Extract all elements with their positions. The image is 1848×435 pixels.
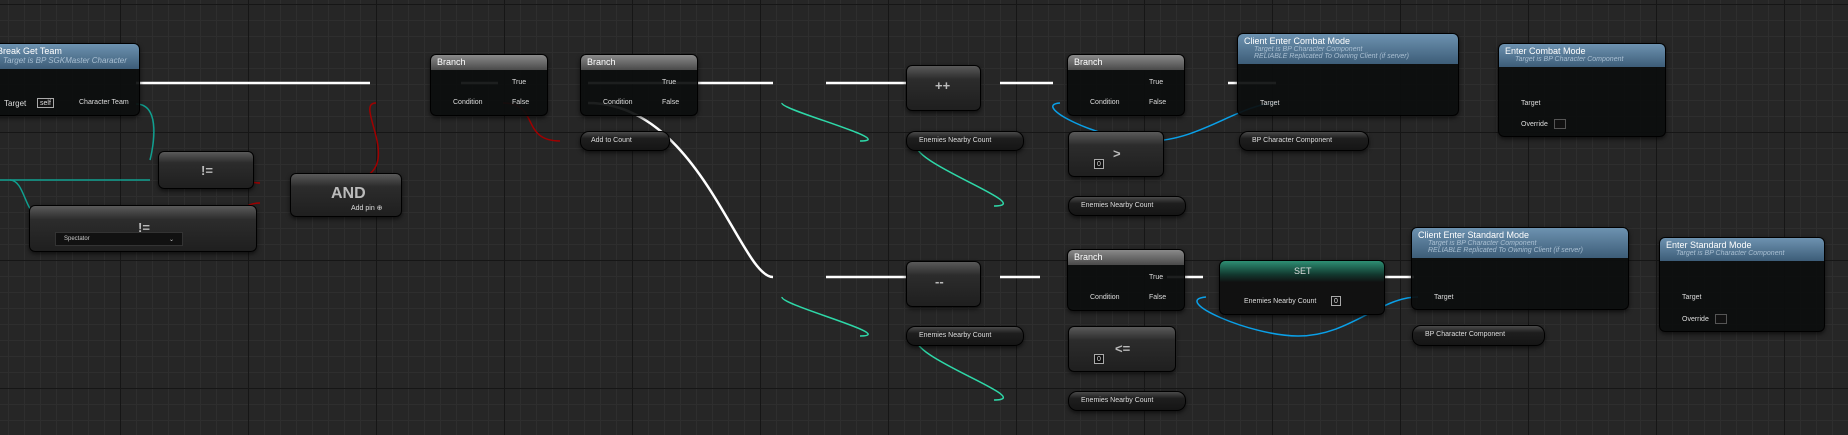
variable-label: BP Character Component bbox=[1252, 137, 1333, 144]
target-pin-label: Target bbox=[4, 99, 27, 108]
variable-label: Enemies Nearby Count bbox=[919, 332, 992, 339]
add-to-count-node[interactable]: Add to Count bbox=[580, 131, 670, 151]
override-pin-label: Override bbox=[1521, 121, 1548, 128]
node-title: Branch bbox=[431, 55, 547, 70]
compare-value-field[interactable]: 0 bbox=[1094, 354, 1104, 364]
variable-label: Enemies Nearby Count bbox=[1081, 397, 1154, 404]
variable-label: Enemies Nearby Count bbox=[919, 137, 992, 144]
operator-label: ++ bbox=[935, 78, 951, 93]
true-label: True bbox=[512, 79, 527, 86]
false-label: False bbox=[1149, 99, 1167, 106]
condition-label: Condition bbox=[1090, 99, 1120, 106]
exec-wire bbox=[587, 101, 774, 279]
node-subtitle: Target is BP SGKMaster Character bbox=[3, 56, 127, 65]
dropdown-value: Spectator bbox=[64, 236, 90, 242]
override-checkbox[interactable] bbox=[1554, 119, 1566, 129]
node-subtitle: Target is BP Character Component bbox=[1254, 46, 1363, 53]
set-node[interactable]: SET Enemies Nearby Count 0 bbox=[1219, 260, 1385, 315]
true-label: True bbox=[1149, 79, 1164, 86]
operator-label: <= bbox=[1115, 341, 1131, 356]
target-pin-label: Target bbox=[1682, 294, 1702, 301]
node-title: Branch bbox=[581, 55, 697, 70]
node-title: Enter Standard Mode bbox=[1666, 240, 1752, 250]
override-checkbox[interactable] bbox=[1715, 314, 1727, 324]
node-subtitle: RELIABLE Replicated To Owning Client (if… bbox=[1428, 247, 1583, 254]
and-node[interactable]: AND Add pin ⊕ bbox=[290, 173, 402, 217]
enum-dropdown[interactable]: Spectator ⌄ bbox=[55, 232, 183, 246]
node-title: Break Get Team bbox=[0, 46, 62, 56]
operator-label: != bbox=[201, 163, 213, 178]
node-title: Enter Combat Mode bbox=[1505, 46, 1586, 56]
variable-label: BP Character Component bbox=[1425, 331, 1506, 338]
true-label: True bbox=[1149, 274, 1164, 281]
greater-than-node[interactable]: >0 bbox=[1068, 131, 1164, 177]
node-subtitle: RELIABLE Replicated To Owning Client (if… bbox=[1254, 53, 1409, 60]
not-equal-node[interactable]: != bbox=[158, 151, 254, 189]
operator-label: AND bbox=[331, 185, 366, 202]
compare-value-field[interactable]: 0 bbox=[1094, 159, 1104, 169]
override-pin-label: Override bbox=[1682, 316, 1709, 323]
node-label: Add to Count bbox=[591, 137, 632, 144]
enemies-nearby-count-getter[interactable]: Enemies Nearby Count bbox=[906, 326, 1024, 346]
not-equal-enum-node[interactable]: != Spectator ⌄ bbox=[29, 205, 257, 252]
operator-label: -- bbox=[935, 274, 944, 289]
set-value-field[interactable]: 0 bbox=[1331, 296, 1341, 306]
operator-label: > bbox=[1113, 146, 1121, 161]
node-title: SET bbox=[1294, 266, 1312, 276]
enemies-nearby-count-getter[interactable]: Enemies Nearby Count bbox=[1068, 196, 1186, 216]
increment-node[interactable]: ++ bbox=[906, 65, 981, 111]
target-value-field[interactable]: self bbox=[37, 98, 54, 108]
bp-character-component-getter[interactable]: BP Character Component bbox=[1412, 325, 1545, 346]
false-label: False bbox=[662, 99, 680, 106]
enemies-nearby-count-getter[interactable]: Enemies Nearby Count bbox=[906, 131, 1024, 151]
condition-label: Condition bbox=[603, 99, 633, 106]
node-subtitle: Target is BP Character Component bbox=[1515, 56, 1624, 63]
node-title: Client Enter Combat Mode bbox=[1244, 36, 1351, 46]
node-title: Branch bbox=[1068, 55, 1184, 70]
operator-label: != bbox=[138, 220, 150, 235]
less-equal-node[interactable]: <= 0 bbox=[1068, 326, 1176, 372]
variable-label: Enemies Nearby Count bbox=[1081, 202, 1154, 209]
variable-label: Enemies Nearby Count bbox=[1244, 298, 1317, 305]
decrement-node[interactable]: -- bbox=[906, 261, 981, 307]
target-pin-label: Target bbox=[1521, 100, 1541, 107]
bp-character-component-getter[interactable]: BP Character Component bbox=[1239, 131, 1369, 151]
enemies-nearby-count-getter[interactable]: Enemies Nearby Count bbox=[1068, 391, 1186, 411]
false-label: False bbox=[512, 99, 530, 106]
node-title: Client Enter Standard Mode bbox=[1418, 230, 1530, 240]
node-title: Branch bbox=[1068, 250, 1184, 265]
character-team-pin-label: Character Team bbox=[79, 99, 129, 106]
node-subtitle: Target is BP Character Component bbox=[1676, 250, 1785, 257]
condition-label: Condition bbox=[1090, 294, 1120, 301]
add-pin-button[interactable]: Add pin ⊕ bbox=[351, 205, 383, 212]
condition-label: Condition bbox=[453, 99, 483, 106]
true-label: True bbox=[662, 79, 677, 86]
target-pin-label: Target bbox=[1260, 100, 1280, 107]
target-pin-label: Target bbox=[1434, 294, 1454, 301]
chevron-down-icon: ⌄ bbox=[168, 237, 174, 243]
node-subtitle: Target is BP Character Component bbox=[1428, 240, 1537, 247]
false-label: False bbox=[1149, 294, 1167, 301]
